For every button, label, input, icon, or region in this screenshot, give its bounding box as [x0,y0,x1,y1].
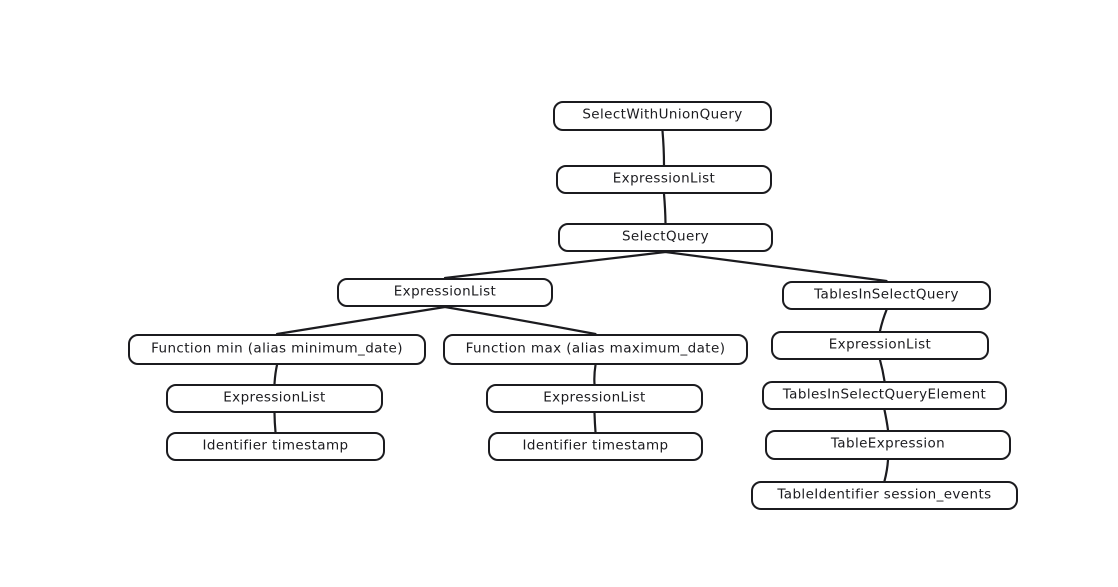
ast-edge [273,363,279,386]
ast-node-label: ExpressionList [223,389,326,406]
ast-edge [664,250,888,283]
ast-node[interactable]: TableExpression [765,430,1011,460]
ast-edge [661,129,666,167]
ast-node[interactable]: TablesInSelectQuery [782,281,991,310]
ast-node[interactable]: ExpressionList [771,331,989,360]
ast-node[interactable]: SelectQuery [558,223,773,252]
ast-node-label: ExpressionList [828,336,932,353]
ast-node[interactable]: SelectWithUnionQuery [553,101,772,131]
ast-node-label: Function min (alias minimum_date) [151,340,403,357]
ast-node-label: Identifier timestamp [522,437,669,454]
ast-edge [593,411,597,434]
ast-node-label: TablesInSelectQuery [814,286,959,303]
ast-node[interactable]: ExpressionList [337,278,553,307]
ast-node-label: TableIdentifier session_events [777,486,992,503]
ast-edge [443,305,597,336]
ast-node-label: Function max (alias maximum_date) [465,340,726,357]
ast-node[interactable]: TableIdentifier session_events [751,481,1018,510]
ast-node[interactable]: ExpressionList [486,384,703,413]
ast-node-label: SelectQuery [621,228,710,245]
ast-edge [878,358,886,383]
ast-node-label: ExpressionList [393,283,497,300]
ast-edge [878,308,888,333]
ast-node[interactable]: Function min (alias minimum_date) [128,334,426,365]
ast-edge [883,458,890,483]
ast-node[interactable]: TablesInSelectQueryElement [762,381,1007,410]
ast-node-label: Identifier timestamp [202,437,349,454]
ast-edge [275,305,447,336]
ast-edge [883,408,890,432]
ast-node[interactable]: ExpressionList [166,384,383,413]
ast-node[interactable]: ExpressionList [556,165,772,194]
ast-edge [662,192,667,225]
ast-edge [273,411,277,434]
ast-edge [593,363,597,386]
ast-node-label: SelectWithUnionQuery [582,106,743,123]
ast-node-label: ExpressionList [612,170,716,187]
ast-node[interactable]: Identifier timestamp [488,432,703,461]
ast-node[interactable]: Function max (alias maximum_date) [443,334,748,365]
ast-node-label: ExpressionList [543,389,646,406]
ast-edge [443,250,667,280]
ast-node-label: TablesInSelectQueryElement [782,386,987,403]
ast-node[interactable]: Identifier timestamp [166,432,385,461]
ast-node-label: TableExpression [830,435,946,452]
